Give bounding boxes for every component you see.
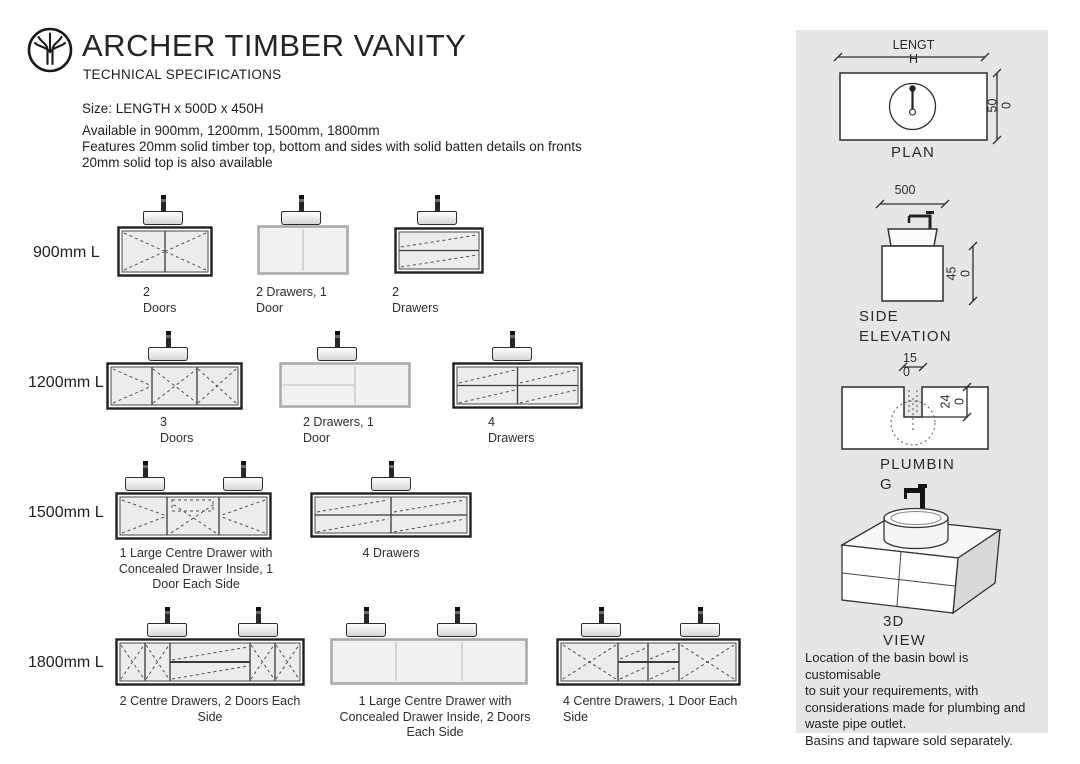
vanity-drawing-1800-4centre-drawers xyxy=(556,638,741,686)
variant-caption: 4 Drawers xyxy=(488,415,535,445)
row-label-900: 900mm L xyxy=(33,244,100,261)
basin-icon xyxy=(417,211,457,225)
basin-icon xyxy=(238,623,278,637)
tap-icon xyxy=(255,607,261,624)
vanity-drawing-1200-2drawers-1door xyxy=(279,362,411,408)
row-label-1200: 1200mm L xyxy=(28,374,104,391)
basin-with-tap xyxy=(223,461,263,493)
page-title: ARCHER TIMBER VANITY xyxy=(82,28,467,63)
tap-icon xyxy=(363,607,369,624)
basin-with-tap xyxy=(437,607,477,639)
basin-with-tap xyxy=(238,607,278,639)
basin-with-tap xyxy=(148,331,188,363)
plan-depth-dimension: 50 0 xyxy=(985,98,1014,113)
basin-icon xyxy=(147,623,187,637)
side-elevation-height-dimension: 45 0 xyxy=(944,266,973,281)
variant-caption: 4 Centre Drawers, 1 Door Each Side xyxy=(563,694,738,724)
basin-icon xyxy=(346,623,386,637)
tap-icon xyxy=(388,461,394,478)
tap-icon xyxy=(454,607,460,624)
archer-tree-logo-icon xyxy=(27,27,73,73)
plumbing-slot-dimension: 15 0 xyxy=(903,351,917,379)
basin-icon xyxy=(143,211,183,225)
technical-views-panel: LENGT H 50 0 PLAN 500 45 0 SIDE ELEVATIO… xyxy=(796,30,1048,748)
info-lines: Available in 900mm, 1200mm, 1500mm, 1800… xyxy=(82,123,582,170)
tap-icon xyxy=(165,331,171,348)
variant-caption: 2 Drawers xyxy=(392,285,439,315)
basin-with-tap xyxy=(147,607,187,639)
basin-icon xyxy=(437,623,477,637)
basin-icon xyxy=(148,347,188,361)
basin-icon xyxy=(223,477,263,491)
tap-icon xyxy=(598,607,604,624)
basin-icon xyxy=(125,477,165,491)
vanity-drawing-1800-large-centre-drawer xyxy=(330,638,528,685)
basin-with-tap xyxy=(492,331,532,363)
vanity-drawing-900-2drawers xyxy=(394,227,484,274)
basin-icon xyxy=(492,347,532,361)
variant-caption: 1 Large Centre Drawer with Concealed Dra… xyxy=(339,694,531,739)
variant-caption: 3 Doors xyxy=(160,415,194,445)
plumbing-offset-dimension: 24 0 xyxy=(938,394,967,409)
basin-icon xyxy=(317,347,357,361)
basin-with-tap xyxy=(371,461,411,493)
vanity-drawing-1500-4drawers xyxy=(310,492,472,538)
vanity-drawing-900-2doors xyxy=(117,226,213,277)
tap-icon xyxy=(509,331,515,348)
basin-with-tap xyxy=(317,331,357,363)
basin-with-tap xyxy=(417,195,457,227)
basin-with-tap xyxy=(581,607,621,639)
basin-with-tap xyxy=(281,195,321,227)
basin-with-tap xyxy=(680,607,720,639)
technical-linework xyxy=(833,52,1002,615)
basin-icon xyxy=(281,211,321,225)
tap-icon xyxy=(164,607,170,624)
tap-icon xyxy=(240,461,246,478)
tap-icon xyxy=(434,195,440,212)
vanity-drawing-900-2drawers-1door xyxy=(257,225,349,275)
vanity-drawing-1200-3doors xyxy=(106,362,243,410)
basin-icon xyxy=(371,477,411,491)
variant-caption: 1 Large Centre Drawer with Concealed Dra… xyxy=(118,546,274,591)
vanity-drawing-1800-2centre-drawers xyxy=(115,638,305,686)
vanity-drawing-1200-4drawers xyxy=(452,362,583,409)
plan-length-dimension: LENGT H xyxy=(892,38,935,66)
tap-icon xyxy=(298,195,304,212)
variant-caption: 2 Centre Drawers, 2 Doors Each Side xyxy=(119,694,301,724)
page-subtitle: TECHNICAL SPECIFICATIONS xyxy=(83,67,282,82)
vanity-drawing-1500-centre-drawer xyxy=(115,492,272,540)
variant-caption: 2 Doors xyxy=(143,285,177,315)
basin-icon xyxy=(680,623,720,637)
variant-caption: 2 Drawers, 1 Door xyxy=(256,285,327,315)
size-line: Size: LENGTH x 500D x 450H xyxy=(82,101,264,116)
side-elevation-depth-dimension: 500 xyxy=(894,183,916,197)
tap-icon xyxy=(334,331,340,348)
tap-icon xyxy=(697,607,703,624)
row-label-1500: 1500mm L xyxy=(28,504,104,521)
row-label-1800: 1800mm L xyxy=(28,654,104,671)
variant-caption: 2 Drawers, 1 Door xyxy=(303,415,374,445)
plan-label: PLAN xyxy=(891,144,935,161)
tap-icon xyxy=(160,195,166,212)
basin-with-tap xyxy=(125,461,165,493)
tap-icon xyxy=(142,461,148,478)
3d-view-label: 3D VIEW xyxy=(883,613,927,649)
basin-with-tap xyxy=(346,607,386,639)
side-elevation-label: SIDE ELEVATION xyxy=(859,308,952,345)
basin-note: Location of the basin bowl is customisab… xyxy=(805,650,1026,748)
basin-with-tap xyxy=(143,195,183,227)
variant-caption: 4 Drawers xyxy=(362,546,420,560)
basin-icon xyxy=(581,623,621,637)
plumbing-label: PLUMBIN G xyxy=(880,456,956,493)
